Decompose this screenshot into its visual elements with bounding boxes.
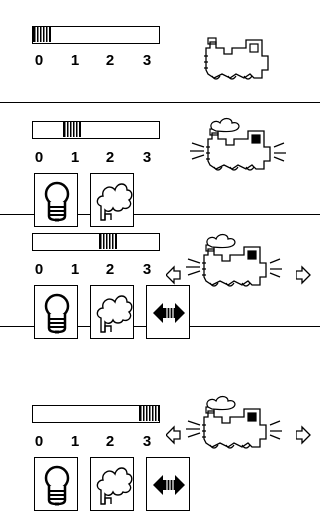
scale-number-2: 2 [103, 52, 117, 69]
slider-knob[interactable] [33, 27, 51, 42]
direction-arrows-icon [147, 458, 191, 512]
hollow-arrow-left-icon [166, 425, 182, 445]
panel-level-2: 0 1 2 3 [0, 215, 320, 327]
slider-knob[interactable] [139, 406, 159, 421]
scale-number-2: 2 [103, 149, 117, 166]
panel-level-1: 0 1 2 3 [0, 103, 320, 215]
scale-number-1: 1 [68, 261, 82, 278]
scale-number-1: 1 [68, 149, 82, 166]
bulb-icon [35, 458, 79, 512]
slider-knob[interactable] [63, 122, 81, 137]
scale-number-0: 0 [32, 52, 46, 69]
scale-number-1: 1 [68, 433, 82, 450]
smoke-icon [91, 458, 135, 512]
scale-number-0: 0 [32, 433, 46, 450]
hollow-arrow-right-icon [296, 425, 312, 445]
scale-number-3: 3 [140, 261, 154, 278]
scale-number-0: 0 [32, 149, 46, 166]
panel-level-3: 0 1 2 3 [0, 327, 320, 532]
scale-number-1: 1 [68, 52, 82, 69]
hollow-arrow-right-icon [296, 265, 312, 285]
speed-slider[interactable] [32, 26, 160, 44]
locomotive-icon [184, 26, 294, 92]
scale-number-2: 2 [103, 433, 117, 450]
direction-function-box [146, 457, 190, 511]
speed-slider[interactable] [32, 405, 160, 423]
panel-level-0: 0 1 2 3 [0, 0, 320, 103]
locomotive-icon [186, 113, 296, 183]
locomotive-icon [182, 229, 292, 299]
hollow-arrow-left-icon [166, 265, 182, 285]
smoke-function-box [90, 457, 134, 511]
scale-number-3: 3 [140, 433, 154, 450]
speed-slider[interactable] [32, 233, 160, 251]
scale-number-3: 3 [140, 52, 154, 69]
scale-number-0: 0 [32, 261, 46, 278]
light-function-box [34, 457, 78, 511]
slider-knob[interactable] [99, 234, 117, 249]
locomotive-icon [182, 391, 292, 461]
scale-number-3: 3 [140, 149, 154, 166]
speed-slider[interactable] [32, 121, 160, 139]
scale-number-2: 2 [103, 261, 117, 278]
